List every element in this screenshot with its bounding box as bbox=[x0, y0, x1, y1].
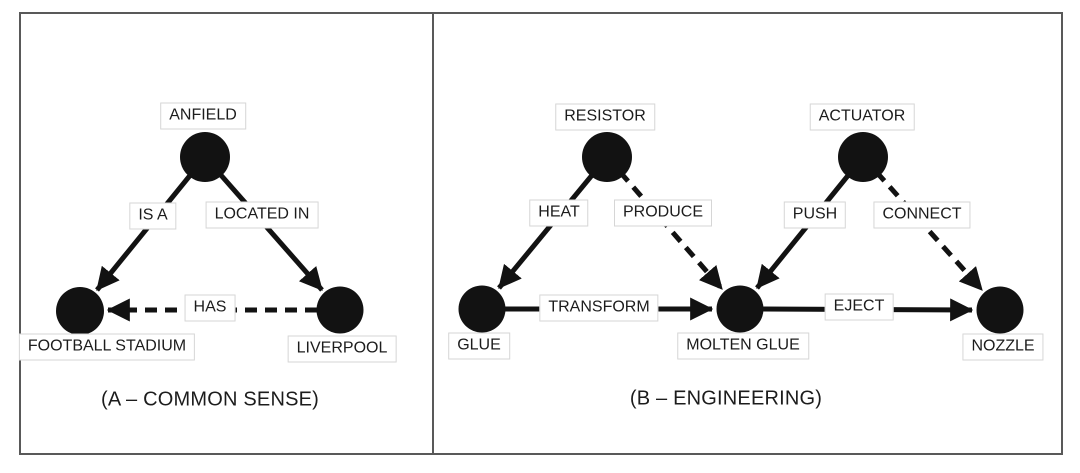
edge-label-heat: HEAT bbox=[529, 199, 589, 227]
edge-label-transform: TRANSFORM bbox=[539, 294, 659, 322]
node-label-actuator: ACTUATOR bbox=[809, 103, 915, 131]
node-label-molten-glue: MOLTEN GLUE bbox=[677, 332, 809, 360]
panel-b-caption: (B – ENGINEERING) bbox=[629, 387, 823, 410]
panel-a-caption: (A – COMMON SENSE) bbox=[100, 388, 320, 411]
node-glue bbox=[458, 285, 506, 333]
edge-label-is-a: IS A bbox=[129, 202, 177, 230]
node-anfield bbox=[180, 132, 230, 182]
node-liverpool bbox=[316, 286, 364, 334]
edge-label-located-in: LOCATED IN bbox=[205, 201, 319, 229]
node-actuator bbox=[838, 132, 888, 182]
panel-divider-line bbox=[432, 13, 434, 453]
node-label-glue: GLUE bbox=[448, 332, 510, 360]
edge-label-connect: CONNECT bbox=[873, 201, 971, 229]
node-label-football-stadium: FOOTBALL STADIUM bbox=[18, 333, 196, 361]
edge-label-produce: PRODUCE bbox=[613, 199, 713, 227]
node-molten-glue bbox=[716, 285, 764, 333]
node-label-anfield: ANFIELD bbox=[160, 102, 246, 130]
node-label-resistor: RESISTOR bbox=[555, 103, 655, 131]
edge-label-push: PUSH bbox=[783, 201, 847, 229]
edge-label-has: HAS bbox=[184, 294, 236, 322]
node-label-liverpool: LIVERPOOL bbox=[287, 335, 397, 363]
node-nozzle bbox=[976, 286, 1024, 334]
node-resistor bbox=[582, 132, 632, 182]
node-label-nozzle: NOZZLE bbox=[962, 333, 1044, 361]
edge-label-eject: EJECT bbox=[824, 293, 894, 321]
node-football-stadium bbox=[56, 287, 104, 335]
